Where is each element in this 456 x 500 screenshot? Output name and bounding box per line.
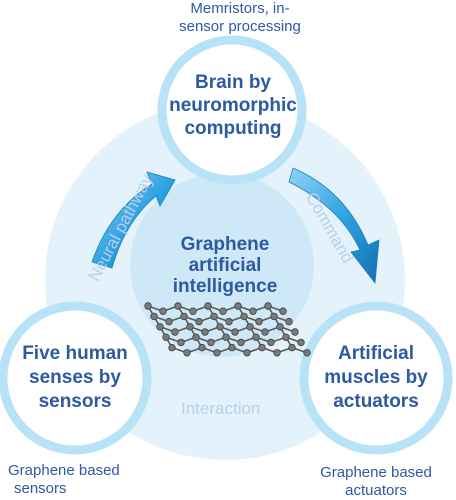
right-node-line2: muscles by [324, 367, 428, 388]
graphene-atom [201, 328, 209, 336]
center-disc [130, 173, 314, 357]
command-arrow [288, 167, 380, 285]
graphene-atom [186, 323, 194, 331]
left-node-line3: sensors [38, 391, 112, 412]
left-node-line1: Five human [22, 343, 128, 364]
top-node-line1: Brain by [194, 72, 272, 93]
graphene-atom [291, 328, 299, 336]
right-caption-line2: actuators [345, 482, 407, 499]
right-node-title: Artificial muscles by actuators [310, 342, 442, 414]
top-node-line2: neuromorphic [169, 95, 297, 116]
graphene-atom [222, 333, 230, 341]
graphene-atom [168, 343, 176, 352]
graphene-atom [174, 302, 182, 310]
center-line1: Graphene [180, 234, 270, 255]
graphene-atom [255, 317, 263, 326]
interaction-label: Interaction [181, 399, 261, 418]
graphene-atom [252, 333, 260, 341]
neural-pathway-arrow [91, 171, 176, 269]
graphene-atom [279, 307, 287, 315]
graphene-atom [195, 317, 203, 326]
graphene-atom [198, 343, 206, 352]
right-caption: Graphene based actuators [306, 464, 446, 500]
graphene-atom [276, 323, 284, 331]
graphene-atom [234, 302, 242, 310]
graphene-atom [303, 349, 311, 357]
graphene-atom [267, 338, 275, 347]
graphene-atom [219, 307, 227, 315]
graphene-atom [180, 312, 188, 321]
graphene-atom [216, 323, 224, 331]
graphene-lattice-icon [144, 302, 311, 357]
graphene-atom [258, 343, 266, 352]
graphene-atom [285, 317, 293, 326]
graphene-atom [282, 333, 290, 341]
graphene-atom [183, 349, 191, 357]
graphene-atom [165, 317, 173, 326]
graphene-atom [177, 338, 185, 347]
center-title: Graphene artificial intelligence [160, 234, 290, 297]
right-node-line1: Artificial [337, 343, 415, 364]
graphene-atom [192, 333, 200, 341]
left-node-title: Five human senses by sensors [10, 342, 140, 414]
graphene-atom [249, 307, 257, 315]
graphene-atom [213, 349, 221, 357]
top-caption-line2: sensor processing [179, 18, 301, 35]
graphene-atom [171, 328, 179, 336]
left-node-circle [0, 301, 152, 455]
graphene-atom [162, 333, 170, 341]
top-node-circle [157, 35, 307, 185]
center-line3: intelligence [172, 276, 278, 297]
top-caption-line1: Memristors, in- [190, 0, 290, 17]
graphene-atom [150, 312, 158, 321]
graphene-atom [231, 328, 239, 336]
graphene-atom [243, 349, 251, 357]
graphene-atom [246, 323, 254, 331]
graphene-atom [210, 312, 218, 321]
right-caption-line1: Graphene based [320, 464, 432, 481]
graphene-atom [261, 328, 269, 336]
right-node-circle [299, 301, 453, 455]
graphene-atom [264, 302, 272, 310]
graphene-atom [144, 302, 152, 310]
graphene-atom [159, 307, 167, 315]
graphene-atom [297, 338, 305, 347]
graphene-atom [270, 312, 278, 321]
graphene-atom [189, 307, 197, 315]
top-node-line3: computing [184, 118, 282, 139]
graphene-atom [273, 349, 281, 357]
top-caption: Memristors, in- sensor processing [150, 0, 330, 36]
graphene-atom [207, 338, 215, 347]
graphene-atom [225, 317, 233, 326]
graphene-atom [288, 343, 296, 352]
top-node-title: Brain by neuromorphic computing [168, 71, 298, 140]
graphene-atom [228, 343, 236, 352]
left-node-line2: senses by [29, 367, 121, 388]
graphene-atom [240, 312, 248, 321]
graphene-atom [204, 302, 212, 310]
graphene-atom [237, 338, 245, 347]
center-line2: artificial [188, 255, 262, 276]
graphene-atom [156, 323, 164, 331]
left-caption: Graphene based sensors [0, 462, 132, 498]
left-caption-line2: sensors [14, 480, 67, 497]
left-caption-line1: Graphene based [8, 462, 120, 479]
right-node-line3: actuators [333, 391, 419, 412]
